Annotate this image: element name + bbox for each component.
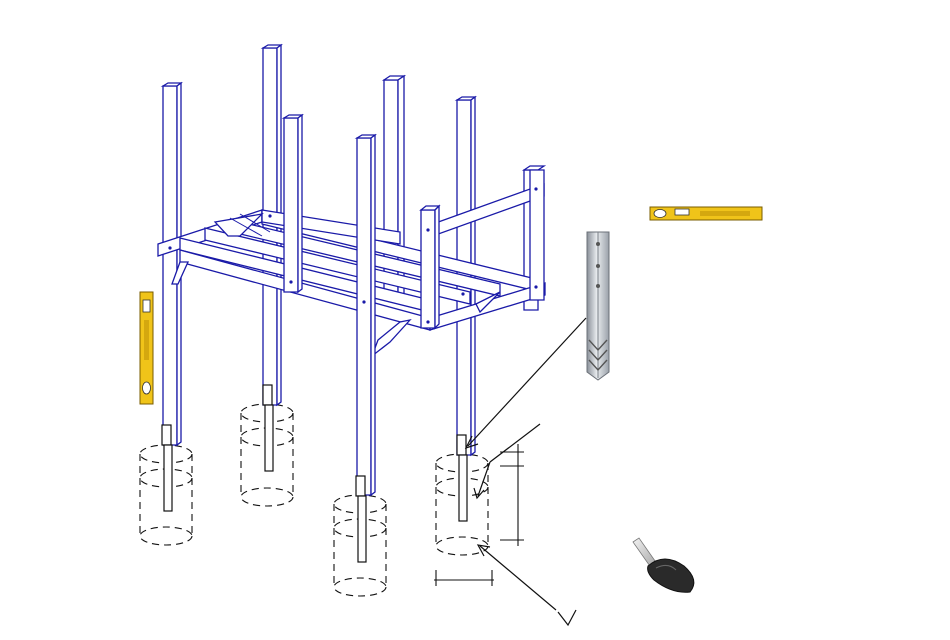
post-front-middle [357,138,371,495]
spirit-level-vertical-icon [140,292,153,404]
dimension-depth [500,444,524,546]
front-posts [284,115,375,495]
post-front-left [163,86,177,445]
ground-anchors [162,385,467,562]
shovel-icon [633,538,694,592]
platform-frame [158,210,545,356]
leader-arrows [466,318,586,625]
metal-spike-icon [587,232,609,380]
spirit-level-horizontal-icon [650,207,762,220]
dimension-width [434,570,494,586]
